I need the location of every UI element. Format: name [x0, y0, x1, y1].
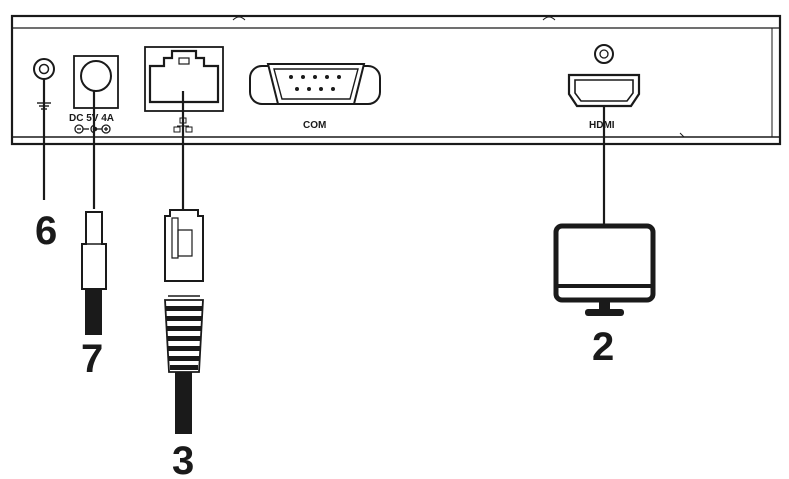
rj45-plug [164, 209, 204, 434]
callout-power: 7 [81, 337, 103, 381]
power-cable [85, 289, 102, 335]
boot-ribs [166, 306, 202, 370]
com-pins [289, 75, 341, 91]
leader-lines [42, 79, 606, 226]
hdmi-port-label: HDMI [589, 120, 615, 131]
callout-lan: 3 [172, 439, 194, 479]
callout-hdmi: 2 [592, 325, 614, 369]
com-port-label: COM [303, 120, 326, 131]
power-plug [81, 211, 107, 335]
device-body [10, 14, 782, 146]
callout-ground: 6 [35, 209, 57, 253]
monitor-icon [553, 223, 656, 316]
lan-cable [175, 372, 192, 434]
hdmi-port: HDMI [567, 44, 641, 131]
com-port: COM [249, 63, 381, 131]
power-port-label: DC 5V 4A [69, 113, 114, 124]
